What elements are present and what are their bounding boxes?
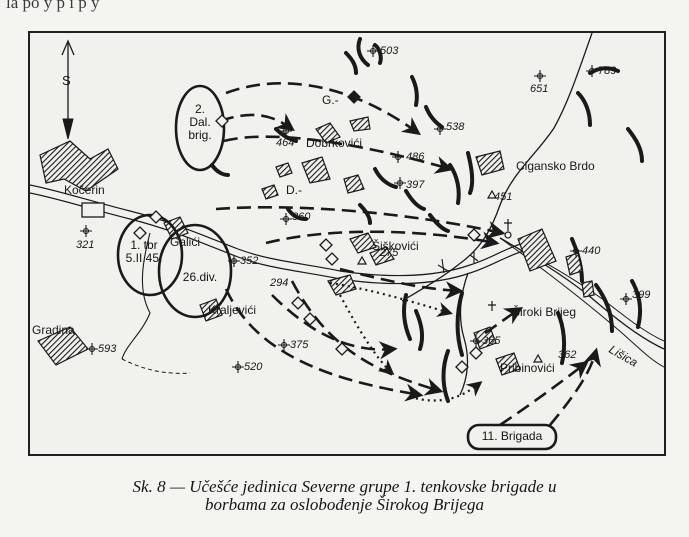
settlement-sirokibrijeg <box>517 228 557 272</box>
attack-arrows <box>215 82 601 427</box>
height-321: 321 <box>76 239 95 251</box>
road-south-dashed <box>121 358 191 374</box>
height-375: 375 <box>290 339 309 351</box>
caption-line-1: Sk. 8 — Učešće jedinica Severne grupe 1.… <box>132 477 557 496</box>
north-label: S <box>62 73 71 88</box>
height-503: 503 <box>380 45 399 57</box>
road-main-a <box>30 184 525 277</box>
height-538: 538 <box>446 121 465 133</box>
height-789: 789 <box>598 65 617 77</box>
height-520: 520 <box>244 361 263 373</box>
height-markers <box>80 45 632 373</box>
settlement-dobrkovici <box>315 122 341 144</box>
dotted-routes <box>329 281 483 402</box>
arrow-26-4 <box>339 267 464 300</box>
ellipse-dal-brig <box>174 84 226 172</box>
arrow-dal-1 <box>225 82 421 136</box>
height-352: 352 <box>240 255 259 267</box>
caption-line-2: borbama za oslobođenje Širokog Brijega <box>205 495 484 514</box>
height-362: 362 <box>558 349 577 361</box>
caption: Sk. 8 — Učešće jedinica Severne grupe 1.… <box>0 478 689 514</box>
place-g: G.- <box>322 93 339 107</box>
place-siskovici: Šiškovići <box>372 239 419 253</box>
height-360: 360 <box>292 211 311 223</box>
ellipse-1-tbr <box>116 213 184 297</box>
place-d: D.- <box>286 183 302 197</box>
settlement-cigansko <box>475 150 505 176</box>
arrow-26-1 <box>224 288 424 402</box>
height-486: 486 <box>406 151 425 163</box>
arrow-26-3 <box>271 294 398 360</box>
place-dobrkovici: Dobrkovići <box>306 136 363 150</box>
height-365: 365 <box>482 335 501 347</box>
unit-dal-brig: 2. Dal. brig. <box>188 102 212 142</box>
settlement-pribinovici <box>495 352 521 376</box>
place-pribinovici: Pribinovići <box>500 361 555 375</box>
place-kocerin: Kočerin <box>64 183 105 197</box>
unit-ellipses <box>116 84 558 451</box>
triangulation-points <box>356 189 544 363</box>
river-main <box>401 33 593 302</box>
height-294: 294 <box>270 277 289 289</box>
height-275: 275 <box>380 247 399 259</box>
height-399: 399 <box>632 289 651 301</box>
arrow-26-2 <box>290 280 444 396</box>
map: S Kočerin Galići Dobrkovići G.- D.- Šišk… <box>28 31 666 456</box>
arrow-brig-2 <box>549 347 601 426</box>
dotted-route-2 <box>409 381 483 402</box>
road-west <box>121 232 151 360</box>
unit-1-tbr: 1. tbr 5.II.45. <box>125 238 163 265</box>
road-main-b <box>30 192 525 285</box>
height-451: 451 <box>494 191 513 203</box>
place-kraljevici: Kraljevići <box>208 303 257 317</box>
height-593: 593 <box>98 343 117 355</box>
place-cigansko-brdo: Cigansko Brdo <box>516 159 595 173</box>
roads <box>30 184 664 374</box>
arrow-brig-3 <box>484 307 524 335</box>
dotted-route-3 <box>339 294 395 375</box>
cross-marks <box>437 251 479 274</box>
page-header-fragment: la po y p i p y <box>6 0 100 12</box>
north-arrow <box>61 39 75 140</box>
settlement-kocerin <box>39 140 119 192</box>
ellipse-26-div <box>157 223 233 319</box>
arrow-tbr-2 <box>265 230 500 250</box>
church-symbols <box>488 219 512 311</box>
box-11-brigada <box>466 423 558 451</box>
dotted-route-1 <box>329 281 453 317</box>
height-397: 397 <box>406 179 425 191</box>
terrain-ridges <box>210 37 644 403</box>
unit-11-brigada: 11. Brigada <box>481 429 543 443</box>
settlement-d <box>301 156 331 184</box>
arrow-dal-2 <box>223 135 454 174</box>
map-graphics <box>30 33 664 451</box>
place-siroki-brijeg: Široki Brijeg <box>512 305 577 319</box>
tank-markers <box>133 90 483 374</box>
house-symbol <box>81 202 105 218</box>
arrow-dal-3 <box>219 113 295 132</box>
unit-26-div: 26.div. <box>182 270 218 284</box>
place-gradina: Gradina <box>32 323 75 337</box>
arrow-tbr-1 <box>215 205 506 239</box>
place-galici: Galići <box>170 235 201 249</box>
height-651: 651 <box>530 83 549 95</box>
arrow-brig-1 <box>499 360 589 427</box>
height-440: 440 <box>582 245 601 257</box>
settlement-siskovici <box>349 232 377 254</box>
height-464: 464 <box>276 137 295 149</box>
